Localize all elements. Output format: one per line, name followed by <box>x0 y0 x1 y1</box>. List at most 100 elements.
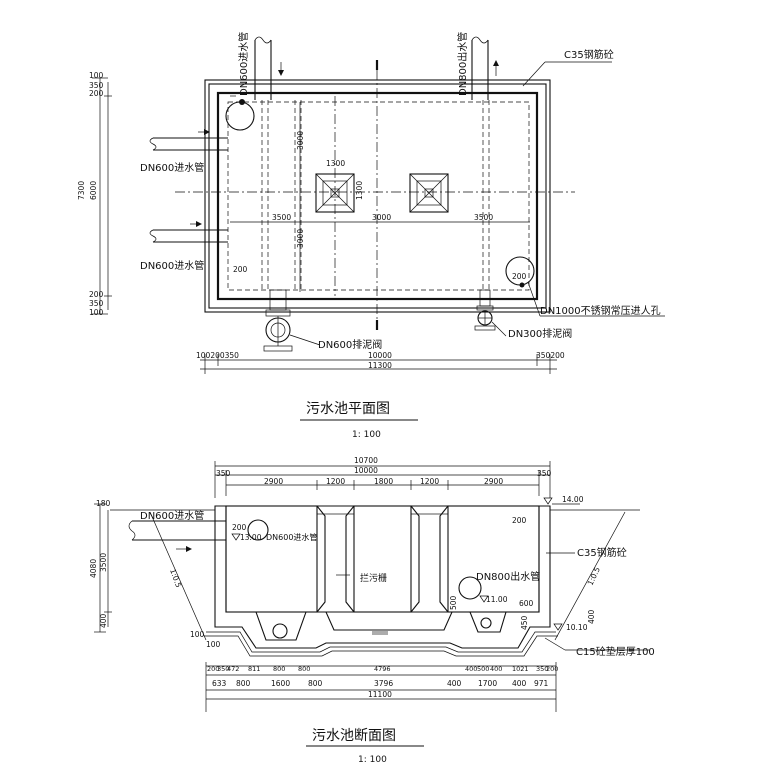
sec-elev-outlet-marker <box>479 595 489 603</box>
sec-chamber-2 <box>353 505 412 613</box>
sec-b2-1: 633 <box>212 679 227 688</box>
plan-dim-v200a: 200 <box>89 89 104 98</box>
sec-b2-5: 3796 <box>374 679 393 688</box>
sec-elev-outlet: 11.00 <box>486 595 508 604</box>
plan-dim-3000a: 3000 <box>296 131 305 150</box>
sec-b2-9: 971 <box>534 679 549 688</box>
plan-inlet-well-marker <box>239 99 245 105</box>
plan-leader-concrete <box>522 61 546 87</box>
sec-elev-inlet: 13.00 <box>240 533 262 542</box>
sec-b1-10: 400 <box>490 665 502 673</box>
sec-b1-3: 472 <box>227 665 239 673</box>
plan-leader-valve300 <box>491 321 507 337</box>
sec-b1-9: 500 <box>477 665 489 673</box>
sec-b2-7: 1700 <box>478 679 497 688</box>
sec-chamber-1 <box>225 505 318 613</box>
plan-label-inlet-left-2: DN600进水管 <box>140 259 204 272</box>
plan-dim-3500a: 3500 <box>272 213 291 222</box>
sec-slope-right <box>554 511 626 641</box>
sec-sump-pipe-right <box>480 617 492 629</box>
sec-dim-i400: 400 <box>587 609 596 624</box>
plan-leader-manhole <box>527 281 541 317</box>
sec-b2-2: 800 <box>236 679 251 688</box>
sec-dim-10000-text: 10000 <box>354 466 378 475</box>
sec-dim-10700-text: 10700 <box>354 456 378 465</box>
plan-foundation-outline <box>227 101 530 291</box>
section-scale: 1: 100 <box>358 755 387 765</box>
plan-dim-6000: 6000 <box>89 181 98 200</box>
sec-label-outlet: DN800出水管 <box>476 570 540 583</box>
plan-dim-bottom-left: 100200350 <box>196 351 239 360</box>
sec-leader-cushion <box>544 637 566 651</box>
sec-dim-i100: 100 <box>190 630 205 639</box>
plan-outlet-pipe-top <box>471 36 499 100</box>
plan-dim-3500b: 3500 <box>474 213 493 222</box>
sec-sump-pipe-left <box>272 623 288 639</box>
sec-dim-i600: 600 <box>519 599 534 608</box>
plan-dim-v350b: 350 <box>89 299 104 308</box>
sec-label-concrete: C35钢筋砼 <box>577 546 627 559</box>
section-title: 污水池断面图 <box>312 728 396 744</box>
sec-inlet-pipe-circle <box>247 519 269 541</box>
sec-slope-left <box>149 511 207 641</box>
plan-dim-bottom-11300-text: 11300 <box>368 361 392 370</box>
plan-outer-wall <box>204 79 551 313</box>
sec-dim-i200b: 200 <box>512 516 527 525</box>
plan-valve-300 <box>474 289 496 331</box>
plan-sump-left <box>315 173 355 213</box>
sec-b1-13: 200 <box>546 665 558 673</box>
sec-dim-11100-text: 11100 <box>368 690 392 699</box>
sec-b1-1: 200 <box>207 665 219 673</box>
plan-label-valve-600: DN600排泥阀 <box>318 338 382 351</box>
plan-title: 污水池平面图 <box>306 401 390 417</box>
plan-leader-valve600 <box>289 334 321 346</box>
plan-dim-v100a: 100 <box>89 71 104 80</box>
plan-dim-1300a: 1300 <box>326 159 345 168</box>
plan-dim-bottom-10000-text: 10000 <box>368 351 392 360</box>
sec-b1-8: 400 <box>465 665 477 673</box>
plan-dim-bottom-right: 350200 <box>536 351 565 360</box>
plan-label-valve-300: DN300排泥阀 <box>508 327 572 340</box>
sec-cushion-line-2 <box>204 635 558 657</box>
sec-label-inlet-inner: DN600进水管 <box>266 532 317 542</box>
sec-dim-400: 400 <box>99 613 108 628</box>
plan-manhole-marker <box>519 282 525 288</box>
plan-dim-3000b: 3000 <box>296 229 305 248</box>
plan-dim-200a: 200 <box>233 265 248 274</box>
sec-elev-bottom: 10.10 <box>566 623 588 632</box>
sec-b1-7: 4796 <box>374 665 391 673</box>
plan-label-manhole: DN1000不锈钢常压进人孔 <box>540 304 661 317</box>
section-view: 10700 10000 350 350 2900 1200 1800 1200 … <box>89 456 655 765</box>
plan-inlet-pipe-top <box>254 36 284 100</box>
sec-dim-i500: 500 <box>449 595 458 610</box>
sec-dim-1800: 1800 <box>374 477 393 486</box>
sec-label-inlet: DN600进水管 <box>140 509 204 522</box>
sec-elev-bottom-marker <box>553 623 563 631</box>
plan-dim-200b: 200 <box>512 272 527 281</box>
sec-elev-inlet-marker <box>231 533 241 541</box>
sec-dim-i200: 200 <box>232 523 247 532</box>
sec-b2-3: 1600 <box>271 679 290 688</box>
plan-inner-wall <box>216 91 539 301</box>
sec-b1-5: 800 <box>273 665 285 673</box>
plan-dim-v350a: 350 <box>89 81 104 90</box>
sec-b1-4: 811 <box>248 665 260 673</box>
sec-dim-i100b: 100 <box>206 640 221 649</box>
sec-dim-3500-text: 3500 <box>99 553 108 572</box>
plan-dim-v100b: 100 <box>89 308 104 317</box>
sec-dim-i450: 450 <box>520 615 529 630</box>
sec-outlet-pipe-circle <box>458 576 482 600</box>
plan-outer-wall-inner <box>208 83 547 309</box>
sec-partition-left <box>315 505 356 613</box>
sec-b2-4: 800 <box>308 679 323 688</box>
sec-label-slope-right: 1:0.5 <box>586 565 602 586</box>
sec-dim-2900b: 2900 <box>484 477 503 486</box>
plan-dim-v200b: 200 <box>89 290 104 299</box>
sec-dim-1200b: 1200 <box>420 477 439 486</box>
sec-label-cushion: C15砼垫层厚100 <box>576 645 655 658</box>
plan-valve-600 <box>263 289 293 352</box>
sec-dim-350a: 350 <box>216 469 231 478</box>
plan-inlet-pipe-left-2 <box>149 221 228 243</box>
sec-label-grating: 拦污栅 <box>360 572 387 584</box>
